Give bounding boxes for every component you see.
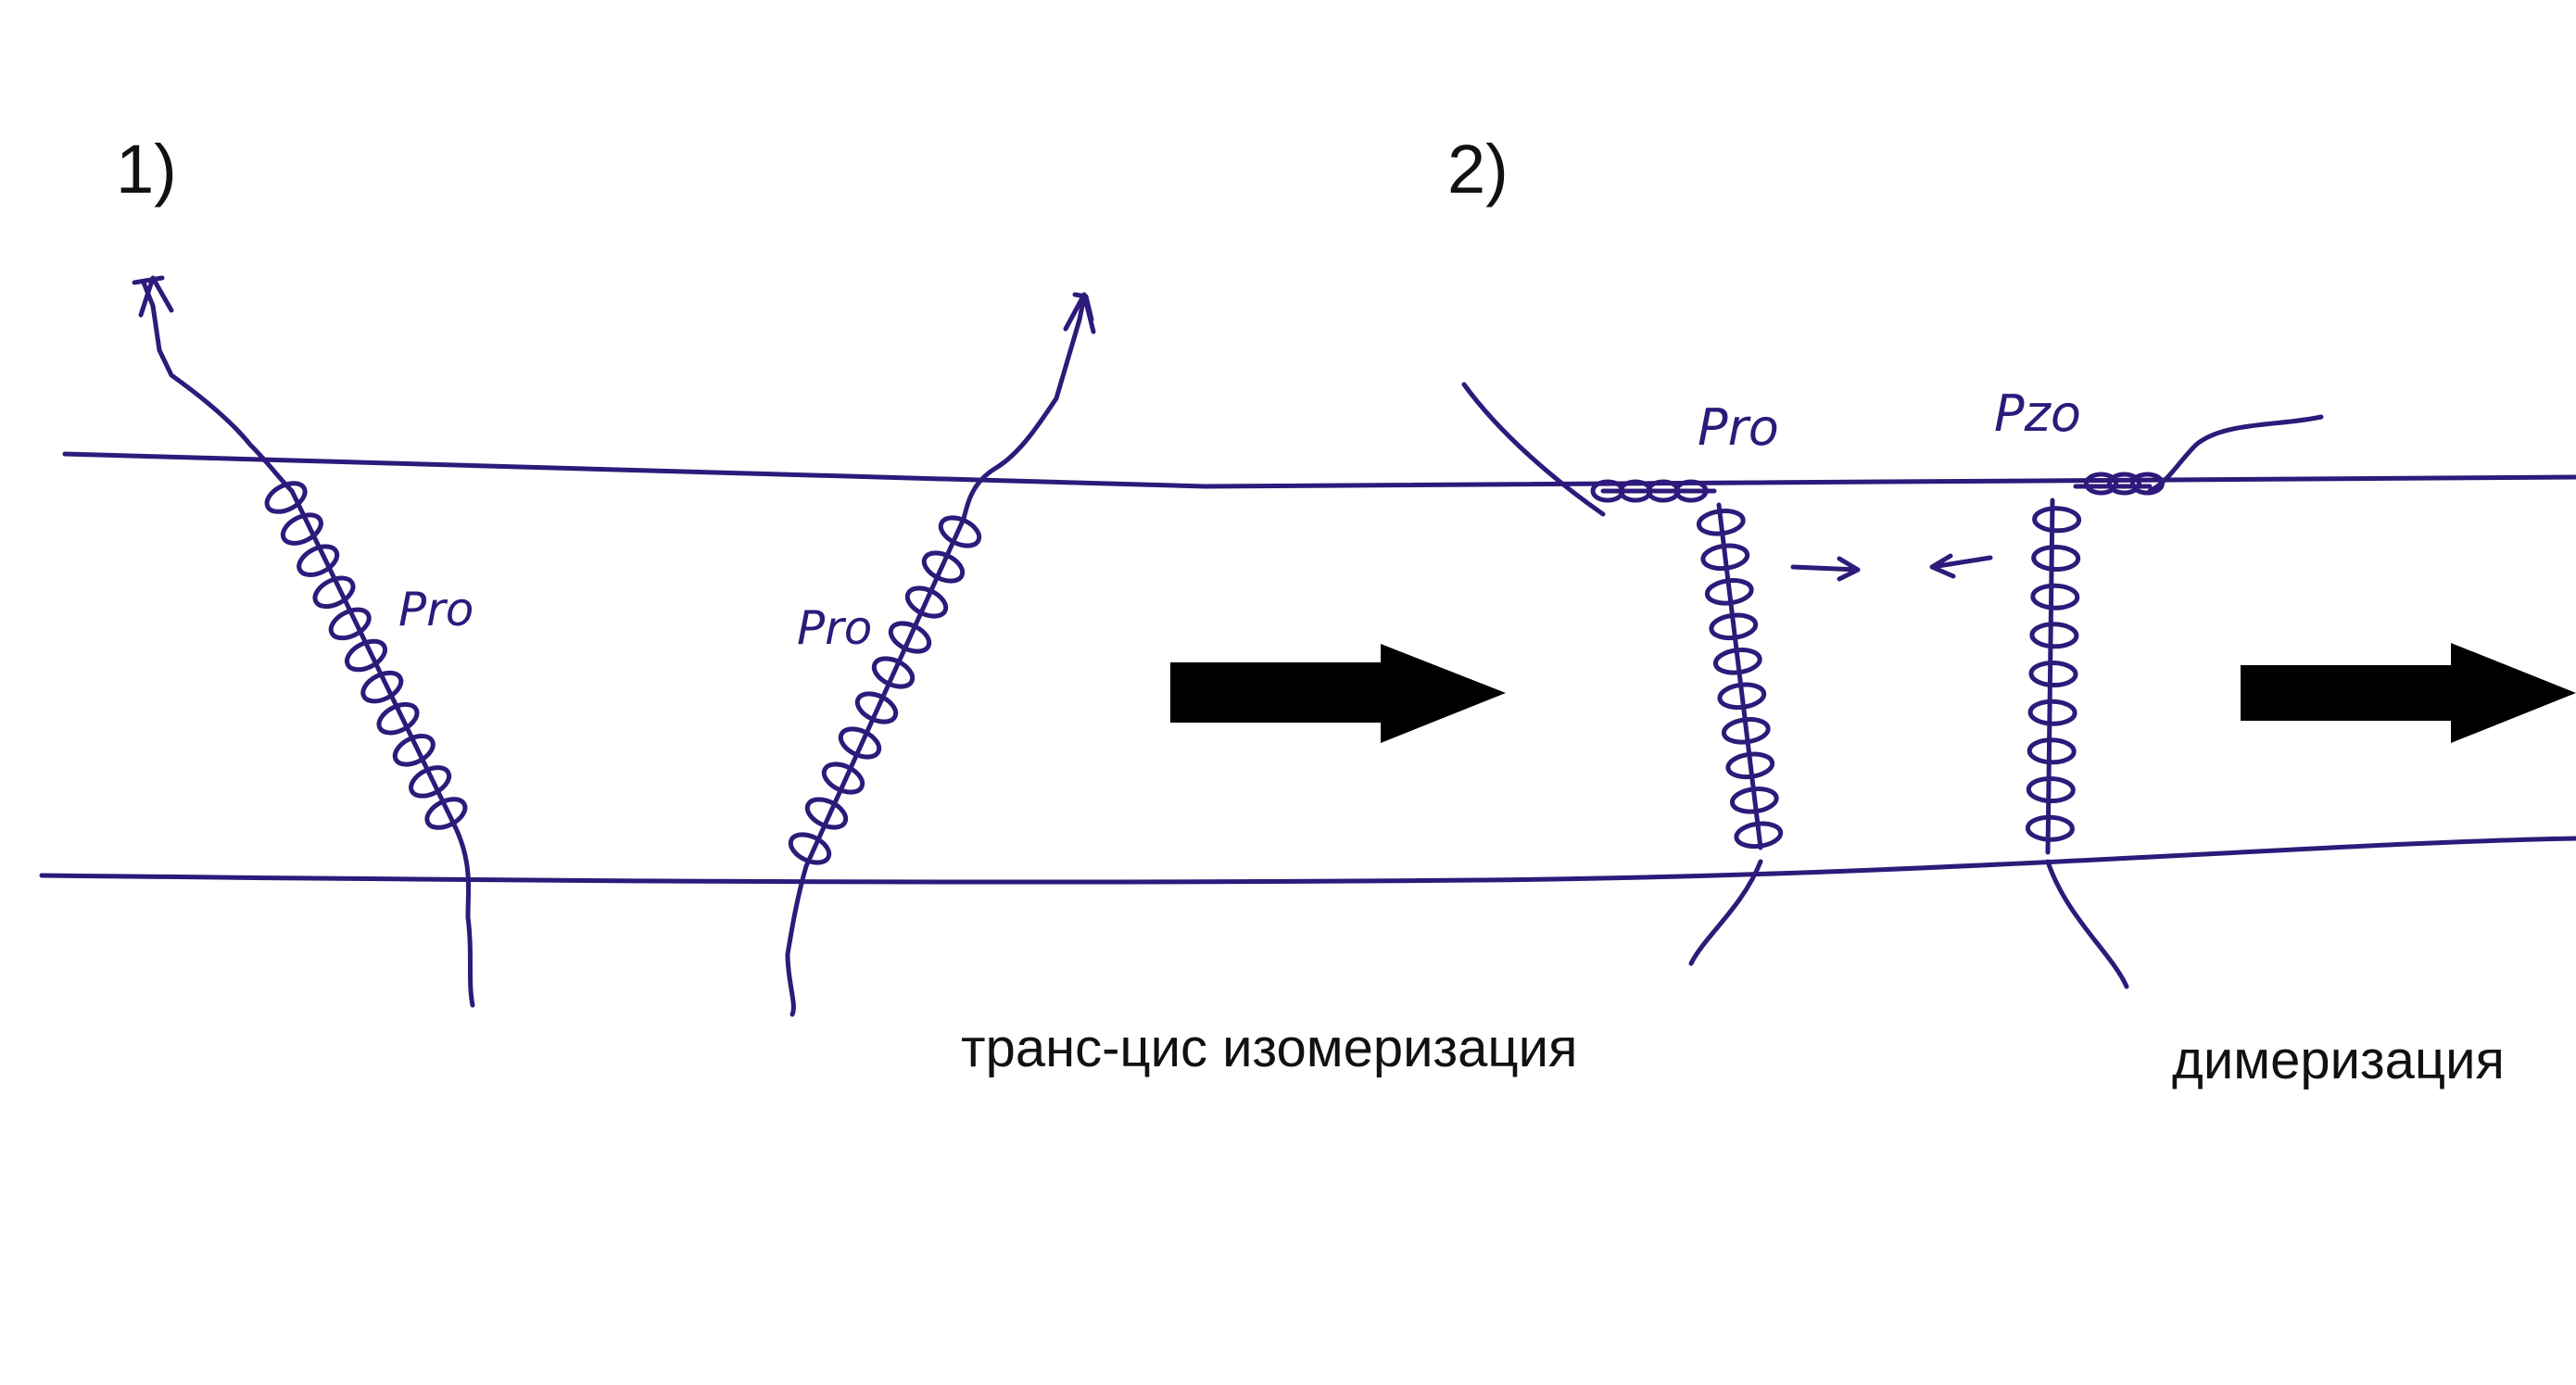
membrane-bottom-line bbox=[39, 836, 2576, 885]
helix-a-turn bbox=[392, 734, 436, 767]
helix-a-turn bbox=[280, 512, 323, 546]
helix-b-turn bbox=[854, 691, 899, 724]
helix-a-turn bbox=[328, 607, 372, 641]
helix-c-turn bbox=[1696, 509, 1746, 536]
helix-b-turn bbox=[921, 550, 966, 584]
helix-d-turn bbox=[2026, 775, 2076, 804]
caption-isomerization: транс-цис изомеризация bbox=[961, 1018, 1578, 1078]
helix-a-turn bbox=[360, 670, 404, 704]
helix-c-turn bbox=[1712, 648, 1762, 675]
helix-c-turn bbox=[1704, 578, 1754, 606]
helix-d-top-turn bbox=[2084, 472, 2118, 496]
helix-a-turn bbox=[409, 765, 452, 799]
process-arrow-2 bbox=[2241, 643, 2576, 743]
helix-b-turn bbox=[904, 585, 949, 619]
panel-label-2: 2) bbox=[1447, 131, 1509, 208]
attract-arrow-left bbox=[1929, 553, 1993, 579]
helix-a-arrowhead bbox=[138, 275, 174, 318]
helix-b-turn bbox=[804, 797, 849, 830]
helix-d-turn bbox=[2028, 660, 2078, 688]
helix-c-turn bbox=[1734, 821, 1784, 850]
helix-a-turn bbox=[312, 575, 356, 610]
helix-b-arrowhead bbox=[1063, 292, 1096, 334]
attract-arrow-right bbox=[1790, 556, 1861, 582]
helix-c-top-turn bbox=[1673, 479, 1709, 503]
helix-c-turn bbox=[1725, 751, 1775, 780]
helix-label-c: Pro bbox=[1698, 398, 1779, 457]
helix-d-turn bbox=[2029, 622, 2079, 649]
helix-b-turn bbox=[888, 621, 932, 654]
helix-d-turn bbox=[2025, 814, 2075, 842]
helix-d-turn bbox=[2027, 737, 2077, 765]
caption-dimerization: димеризация bbox=[2172, 1030, 2505, 1090]
helix-c-turn bbox=[1709, 612, 1759, 641]
process-arrow-1 bbox=[1170, 644, 1506, 743]
helix-a bbox=[132, 275, 475, 1008]
helix-a-turn bbox=[424, 797, 468, 830]
helix-a-turn bbox=[376, 701, 420, 736]
helix-a-turn bbox=[264, 481, 308, 514]
helix-d-top-turn bbox=[2107, 472, 2141, 496]
helix-b-turn bbox=[788, 832, 832, 865]
helix-b-turn bbox=[871, 656, 915, 689]
helix-c-turn bbox=[1721, 717, 1771, 745]
panel-label-1: 1) bbox=[116, 131, 177, 208]
helix-b-turn bbox=[938, 515, 982, 548]
helix-d-top-turn bbox=[2130, 472, 2165, 496]
helix-label-b: Pro bbox=[797, 601, 872, 655]
helix-c-turn bbox=[1717, 682, 1767, 711]
helix-c-turn bbox=[1700, 543, 1750, 572]
helix-d-turn bbox=[2031, 544, 2081, 573]
helix-label-a: Pro bbox=[398, 583, 474, 636]
helix-d-turn bbox=[2030, 583, 2080, 611]
helix-a-turn bbox=[297, 544, 340, 577]
helix-c-turn bbox=[1729, 787, 1779, 814]
helix-label-d: Pzo bbox=[1994, 384, 2081, 443]
helix-b-turn bbox=[821, 762, 865, 795]
helix-a-turn bbox=[345, 638, 387, 673]
helix-d-turn bbox=[2027, 699, 2077, 726]
helix-coils bbox=[264, 472, 2165, 865]
helix-d-turn bbox=[2032, 506, 2082, 534]
helix-b-turn bbox=[838, 726, 882, 760]
membrane-top-line bbox=[62, 451, 2576, 489]
